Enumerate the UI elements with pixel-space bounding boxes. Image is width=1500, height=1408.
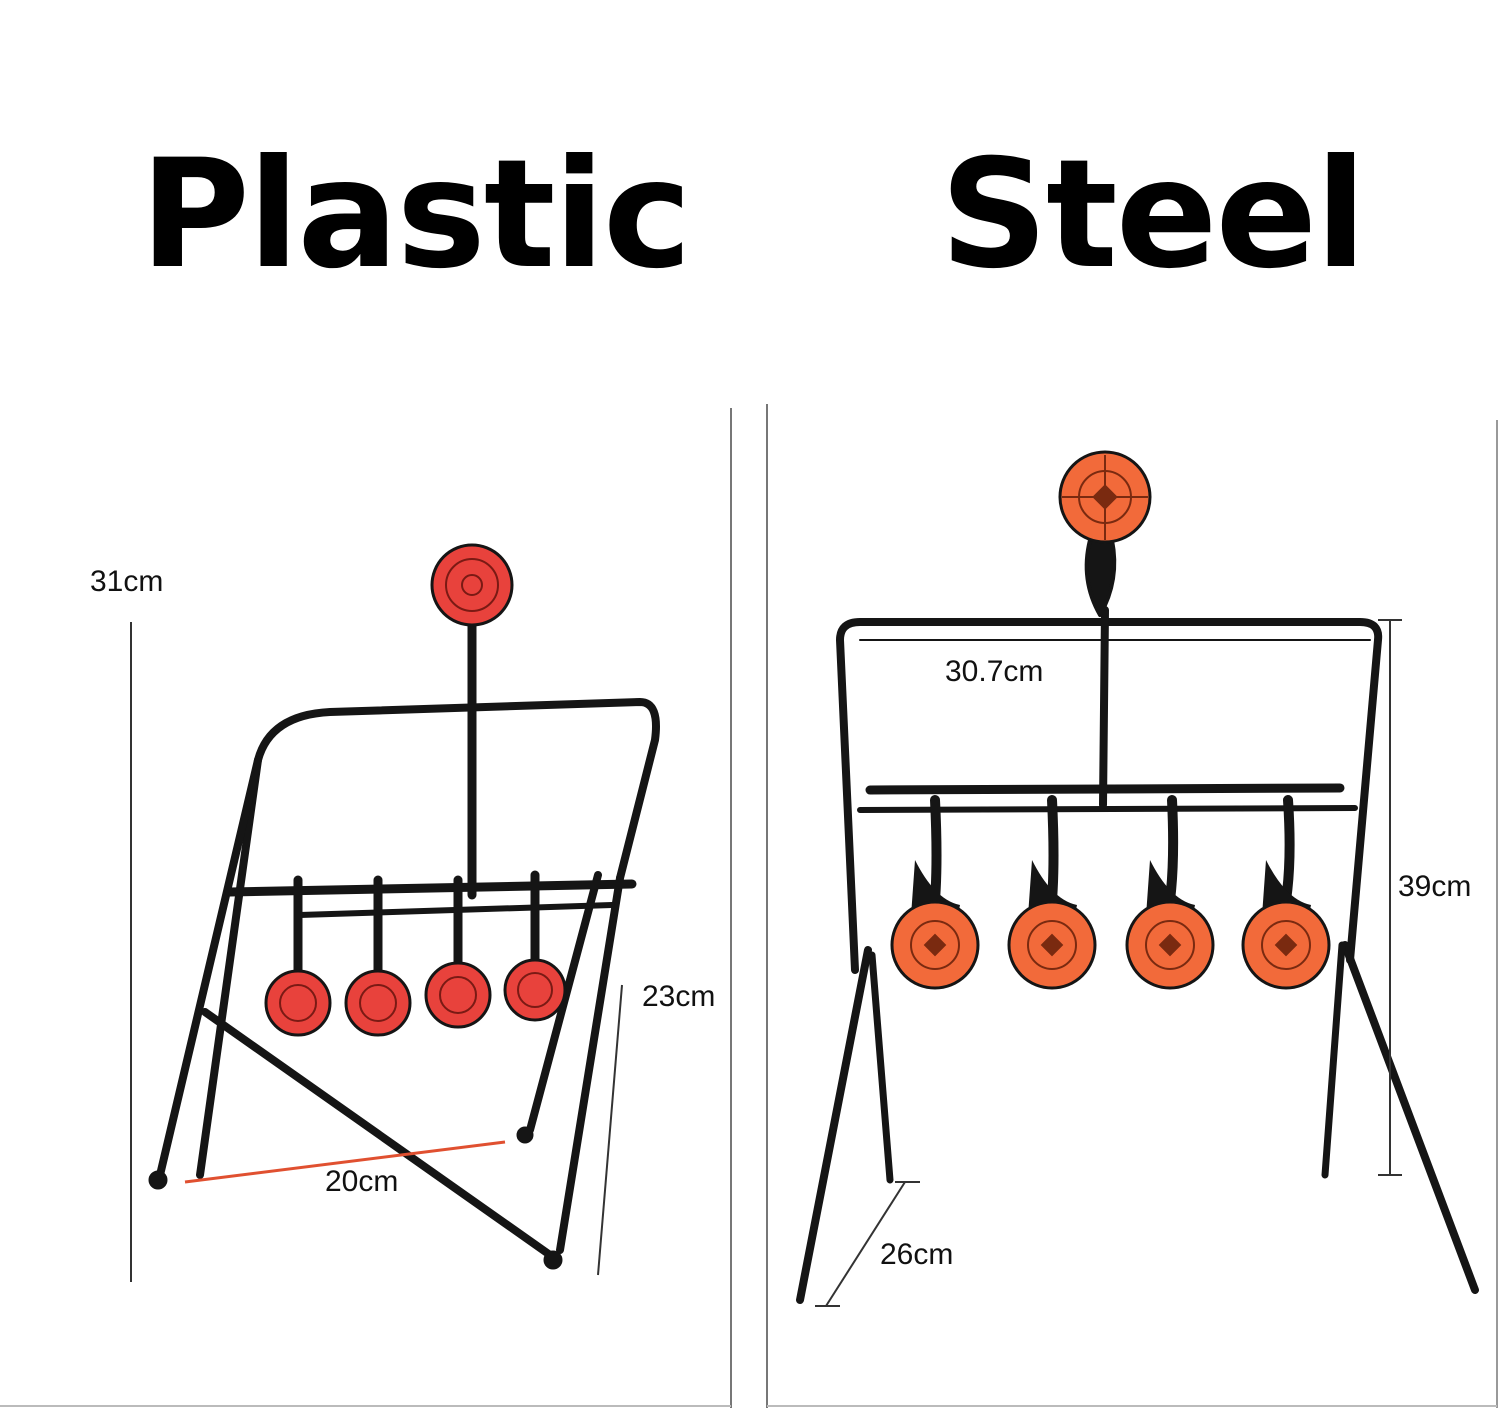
heading-plastic: Plastic (140, 128, 692, 302)
steel-lower-targets (890, 860, 1331, 990)
plastic-target (148, 615, 660, 1270)
plastic-front-left-leg (156, 756, 262, 1179)
steel-leg-right-front (1341, 941, 1479, 1294)
steel-hanger-1 (930, 795, 942, 905)
plastic-side-label: 23cm (642, 980, 716, 1013)
plastic-width-label: 20cm (325, 1165, 399, 1198)
steel-leg-left-back (868, 951, 894, 1184)
plastic-height-label: 31cm (90, 565, 164, 598)
plastic-top-target (430, 543, 514, 627)
plastic-crossbar-top (225, 879, 637, 897)
steel-height-label: 39cm (1398, 870, 1472, 903)
plastic-frame-top (196, 698, 660, 1179)
plastic-frame-right-leg (556, 874, 624, 1254)
heading-steel: Steel (940, 128, 1367, 302)
steel-hanger-3 (1165, 795, 1179, 905)
plastic-foot-1 (148, 1170, 168, 1190)
plastic-brace (201, 1008, 554, 1259)
steel-leg-left-front (796, 946, 872, 1304)
steel-spindle (1099, 606, 1109, 809)
plastic-lower-targets (264, 958, 567, 1037)
steel-top-neck (1084, 538, 1117, 617)
steel-hanger-2 (1047, 795, 1059, 905)
steel-leg-right-back (1321, 941, 1346, 1179)
steel-height-measure (1378, 619, 1402, 1176)
plastic-front-right-leg (526, 871, 602, 1134)
steel-depth-label: 26cm (880, 1238, 954, 1271)
steel-width-label: 30.7cm (945, 655, 1044, 688)
steel-top-target (1058, 450, 1152, 544)
steel-depth-measure (815, 1181, 920, 1307)
plastic-foot-2 (516, 1126, 534, 1144)
plastic-width-line (184, 1140, 506, 1184)
steel-crossbar-low (857, 805, 1358, 813)
steel-hanger-4 (1281, 795, 1295, 905)
plastic-foot-3 (543, 1250, 563, 1270)
plastic-side-line (597, 984, 623, 1276)
steel-frame (836, 618, 1383, 974)
